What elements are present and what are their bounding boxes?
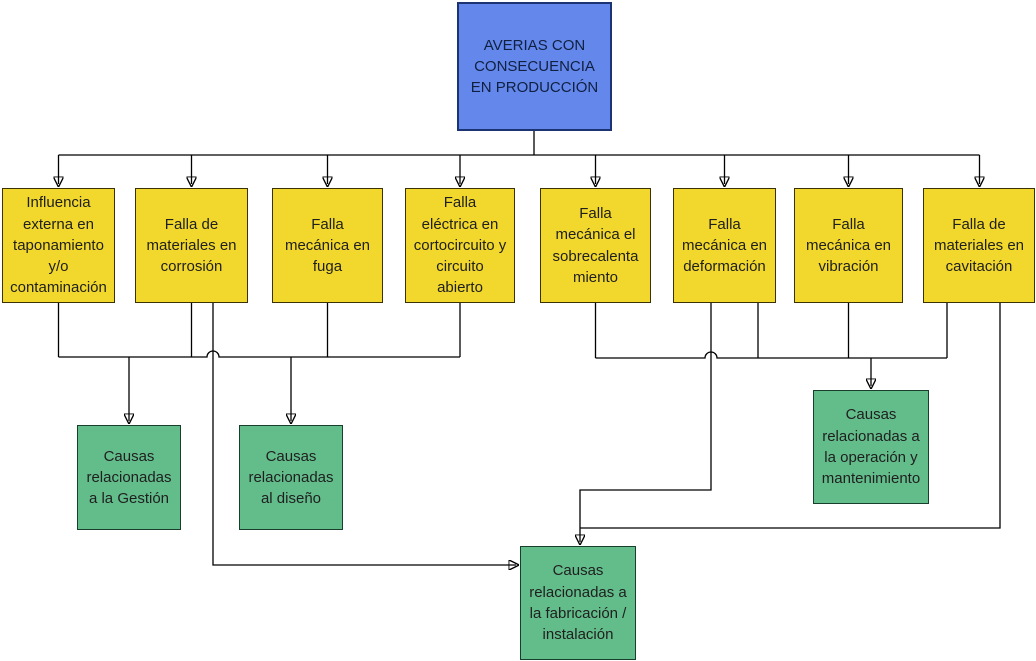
node-failure-external-influence: Influencia externa en taponamiento y/o c… <box>2 188 115 303</box>
node-cause-fabrication-installation: Causas relacionadas a la fabricación / i… <box>520 546 636 660</box>
node-failure-corrosion: Falla de materiales en corrosión <box>135 188 248 303</box>
node-failure-label: Falla mecánica el sobrecalenta miento <box>552 204 639 286</box>
node-failure-label: Influencia externa en taponamiento y/o c… <box>10 194 107 297</box>
connector-right-bus <box>595 351 947 359</box>
node-failure-label: Falla de materiales en corrosión <box>146 215 237 276</box>
node-failure-label: Falla de materiales en cavitación <box>933 215 1025 276</box>
node-failure-deformation: Falla mecánica en deformación <box>673 188 776 303</box>
node-failure-label: Falla mecánica en deformación <box>681 215 768 276</box>
node-failure-cavitation: Falla de materiales en cavitación <box>923 188 1035 303</box>
connector-f2-to-g4 <box>212 303 516 565</box>
node-root: AVERIAS CON CONSECUENCIA EN PRODUCCIÓN <box>457 2 612 131</box>
node-cause-label: Causas relacionadas a la fabricación / i… <box>529 562 627 644</box>
node-failure-leak: Falla mecánica en fuga <box>272 188 383 303</box>
node-failure-overheating: Falla mecánica el sobrecalenta miento <box>540 188 651 303</box>
node-cause-label: Causas relacionadas al diseño <box>248 447 334 508</box>
node-failure-electrical: Falla eléctrica en cortocircuito y circu… <box>405 188 515 303</box>
node-cause-operation-maintenance: Causas relacionadas a la operación y man… <box>813 390 929 504</box>
connector-left-bus <box>58 350 460 358</box>
node-failure-label: Falla eléctrica en cortocircuito y circu… <box>413 194 507 297</box>
node-failure-vibration: Falla mecánica en vibración <box>794 188 903 303</box>
node-root-label: AVERIAS CON CONSECUENCIA EN PRODUCCIÓN <box>470 36 599 97</box>
connector-f8-to-g4 <box>580 303 1001 529</box>
connector-f6-to-g4 <box>580 303 712 542</box>
node-cause-design: Causas relacionadas al diseño <box>239 425 343 530</box>
node-cause-management: Causas relacionadas a la Gestión <box>77 425 181 530</box>
node-cause-label: Causas relacionadas a la Gestión <box>86 447 172 508</box>
node-cause-label: Causas relacionadas a la operación y man… <box>821 406 921 488</box>
node-failure-label: Falla mecánica en fuga <box>284 215 371 276</box>
node-failure-label: Falla mecánica en vibración <box>805 215 892 276</box>
